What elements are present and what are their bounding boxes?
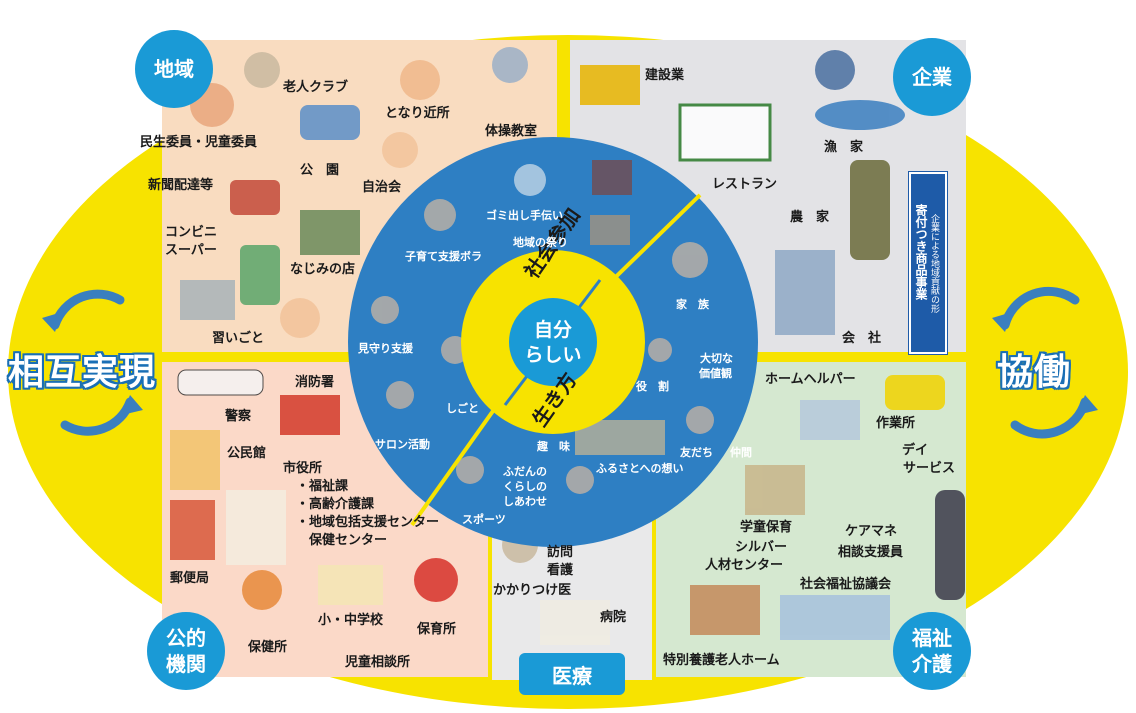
label-lessons: 習いごと: [212, 331, 265, 346]
badge-public: 公的 機関: [147, 612, 225, 690]
inner-important: 大切な: [700, 352, 733, 365]
label-family-doctor: かかりつけ医: [493, 583, 572, 598]
label-post-office: 郵便局: [170, 571, 210, 586]
inner-everyday-1: ふだんの: [503, 465, 547, 478]
label-afterschool: 学童保育: [740, 520, 793, 535]
label-schools: 小・中学校: [318, 613, 384, 628]
label-elderly-care-dept: ・高齢介護課: [296, 497, 375, 512]
label-fire-station: 消防署: [295, 375, 335, 390]
label-neighborhood-assoc: 自治会: [362, 180, 402, 195]
inner-values: 価値観: [699, 367, 732, 380]
label-welfare-commissioner: 民生委員・児童委員: [140, 135, 258, 150]
badge-region: 地域: [135, 30, 213, 108]
label-convenience: コンビニ: [165, 225, 218, 240]
inner-childcare-volunteer: 子育て支援ボラ: [405, 250, 482, 263]
label-construction: 建設業: [645, 68, 685, 83]
label-visit: 訪問: [547, 545, 574, 560]
label-home-helper: ホームヘルパー: [765, 372, 856, 387]
label-police: 警察: [225, 409, 252, 424]
label-consultation-staff: 相談支援員: [838, 545, 904, 560]
label-health-office: 保健所: [248, 640, 288, 655]
label-service: サービス: [903, 461, 956, 476]
label-exercise-class: 体操教室: [485, 124, 538, 139]
inner-hometown: ふるさとへの想い: [596, 462, 684, 475]
inner-hobby: 趣 味: [537, 440, 570, 453]
arrowhead-icon: [42, 312, 62, 332]
inner-work: しごと: [446, 402, 479, 415]
inner-local-festival: 地域の祭り: [513, 236, 568, 249]
label-nursing: 看護: [547, 563, 574, 578]
label-hospital: 病院: [600, 610, 627, 625]
sign-title: 寄付つき商品事業: [914, 204, 928, 300]
label-community-hall: 公民館: [227, 446, 267, 461]
illustration-icons: [170, 47, 965, 645]
label-support-center: ・地域包括支援センター: [296, 515, 440, 530]
inner-sports: スポーツ: [462, 513, 506, 526]
label-company: 会 社: [842, 331, 882, 346]
inner-garbage-help: ゴミ出し手伝い: [486, 209, 563, 222]
label-senior-club: 老人クラブ: [283, 80, 349, 95]
label-restaurant: レストラン: [712, 177, 778, 192]
arrowhead-icon: [1077, 395, 1098, 415]
label-care-manager: ケアマネ: [845, 524, 898, 539]
sign-subtitle: 企業による地域貢献の形: [929, 214, 939, 313]
badge-company: 企業: [893, 38, 971, 116]
label-familiar-shop: なじみの店: [290, 262, 356, 277]
inner-family: 家 族: [676, 298, 709, 311]
label-nursery: 保育所: [417, 622, 457, 637]
inner-watch-support: 見守り支援: [358, 342, 413, 355]
side-word-right: 協働: [997, 352, 1072, 393]
label-silver: シルバー: [735, 540, 788, 555]
donation-product-sign: 寄付つき商品事業 企業による地域貢献の形: [909, 172, 947, 354]
inner-role: 役 割: [636, 380, 669, 393]
label-supermarket: スーパー: [165, 243, 217, 258]
label-farmer: 農 家: [790, 210, 830, 225]
label-city-hall: 市役所: [283, 461, 323, 476]
tab-medical: 医療: [519, 653, 625, 695]
arrowhead-icon: [122, 395, 143, 415]
inner-friends: 友だち: [680, 446, 713, 459]
badge-welfare: 福祉 介護: [893, 612, 971, 690]
label-workshop: 作業所: [876, 416, 916, 431]
label-welfare-dept: ・福祉課: [296, 479, 349, 494]
label-nursing-home: 特別養護老人ホーム: [663, 653, 780, 668]
label-child-consultation: 児童相談所: [345, 655, 411, 670]
label-fishery: 漁 家: [824, 140, 864, 155]
inner-salon: サロン活動: [375, 438, 430, 451]
label-human-resource-center: 人材センター: [705, 558, 784, 573]
label-social-welfare-council: 社会福祉協議会: [800, 577, 892, 592]
label-neighbors: となり近所: [385, 106, 450, 121]
label-newspaper: 新聞配達等: [148, 178, 214, 193]
arrowhead-icon: [992, 312, 1012, 332]
center-line-1: 自分: [534, 318, 572, 341]
inner-everyday-2: くらしの: [503, 480, 547, 493]
label-day: デイ: [902, 443, 929, 458]
label-health-center: 保健センター: [309, 533, 388, 548]
inner-companions: 仲間: [730, 446, 752, 459]
label-park: 公 園: [300, 163, 340, 178]
inner-everyday-3: しあわせ: [503, 495, 547, 508]
center-line-2: らしい: [524, 344, 581, 366]
center-circle: [509, 298, 597, 386]
side-word-left: 相互実現: [8, 352, 157, 393]
